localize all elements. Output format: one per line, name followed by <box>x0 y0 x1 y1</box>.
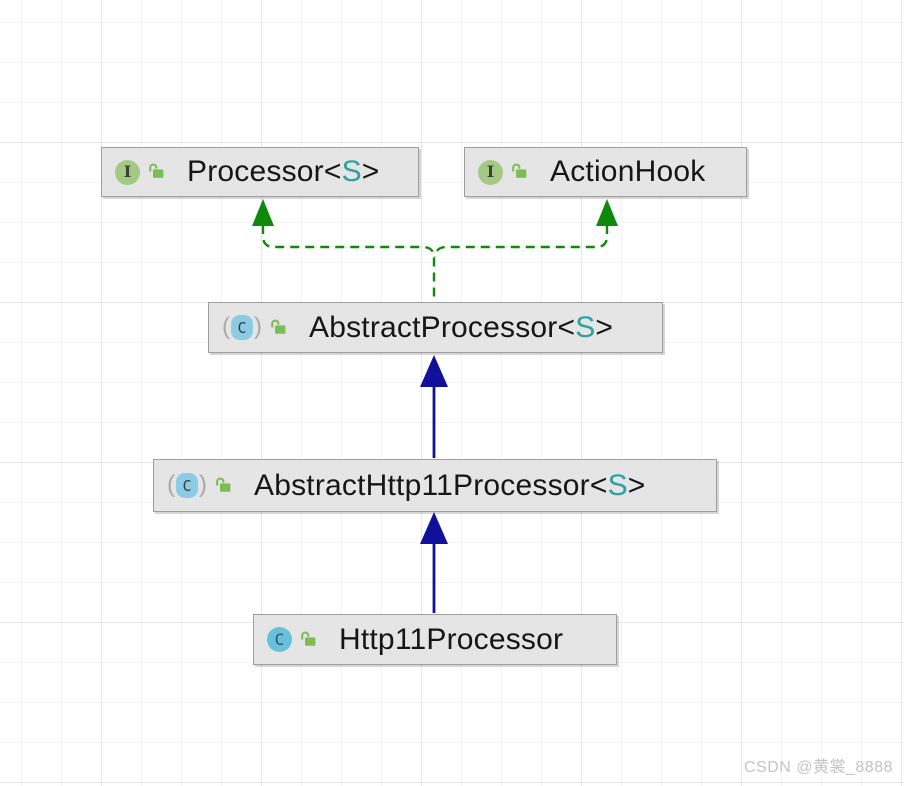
public-lock-icon <box>510 161 528 179</box>
extends-edge-http11-to-abstracthttp11 <box>420 512 448 613</box>
extends-edge-abstracthttp11-to-abstractprocessor <box>420 355 448 458</box>
abstract-class-icon: ( C ) <box>222 312 262 340</box>
label-text: Processor< <box>187 155 342 188</box>
node-label: Http11Processor <box>339 623 563 657</box>
public-lock-icon <box>299 629 317 647</box>
abstract-paren-open: ( <box>167 470 175 498</box>
public-lock-icon <box>269 317 287 335</box>
label-text: AbstractProcessor< <box>309 310 576 344</box>
abstract-paren-open: ( <box>222 312 230 340</box>
node-abstractprocessor[interactable]: ( C ) AbstractProcessor<S> <box>208 302 663 353</box>
generic-param: S <box>341 155 362 188</box>
interface-icon: I <box>115 159 140 185</box>
implements-edge-abstractprocessor-to-actionhook <box>433 199 618 258</box>
extends-arrowhead-icon <box>420 355 448 387</box>
public-lock-icon <box>147 161 165 179</box>
node-label: AbstractHttp11Processor<S> <box>254 469 646 503</box>
class-icon: C <box>267 627 292 652</box>
node-actionhook[interactable]: I ActionHook <box>464 147 747 197</box>
public-lock-icon <box>214 475 232 493</box>
abstract-paren-close: ) <box>199 470 207 498</box>
node-label: AbstractProcessor<S> <box>309 311 613 345</box>
label-text: AbstractHttp11Processor< <box>254 468 608 502</box>
implements-arrowhead-icon <box>252 199 274 226</box>
label-text: ActionHook <box>550 155 706 188</box>
node-abstracthttp11processor[interactable]: ( C ) AbstractHttp11Processor<S> <box>153 459 717 512</box>
label-text: > <box>627 468 646 502</box>
generic-param: S <box>575 310 596 344</box>
csdn-watermark: CSDN @黄裳_8888 <box>743 759 893 776</box>
node-processor[interactable]: I Processor<S> <box>101 147 419 197</box>
extends-arrowhead-icon <box>420 512 448 544</box>
implements-edge-abstractprocessor-to-processor <box>252 199 436 301</box>
node-http11processor[interactable]: C Http11Processor <box>253 614 617 665</box>
generic-param: S <box>607 468 628 502</box>
interface-icon: I <box>478 159 503 185</box>
node-label: Processor<S> <box>187 155 380 189</box>
label-text: Http11Processor <box>339 622 564 656</box>
implements-edge-line <box>433 225 609 258</box>
abstract-paren-close: ) <box>254 312 262 340</box>
label-text: > <box>361 155 380 188</box>
abstract-class-letter: C <box>231 315 253 340</box>
abstract-class-icon: ( C ) <box>167 470 207 498</box>
node-label: ActionHook <box>550 155 705 189</box>
implements-edge-line <box>261 225 436 301</box>
implements-arrowhead-icon <box>596 199 618 226</box>
label-text: > <box>595 310 614 344</box>
abstract-class-letter: C <box>176 473 198 498</box>
